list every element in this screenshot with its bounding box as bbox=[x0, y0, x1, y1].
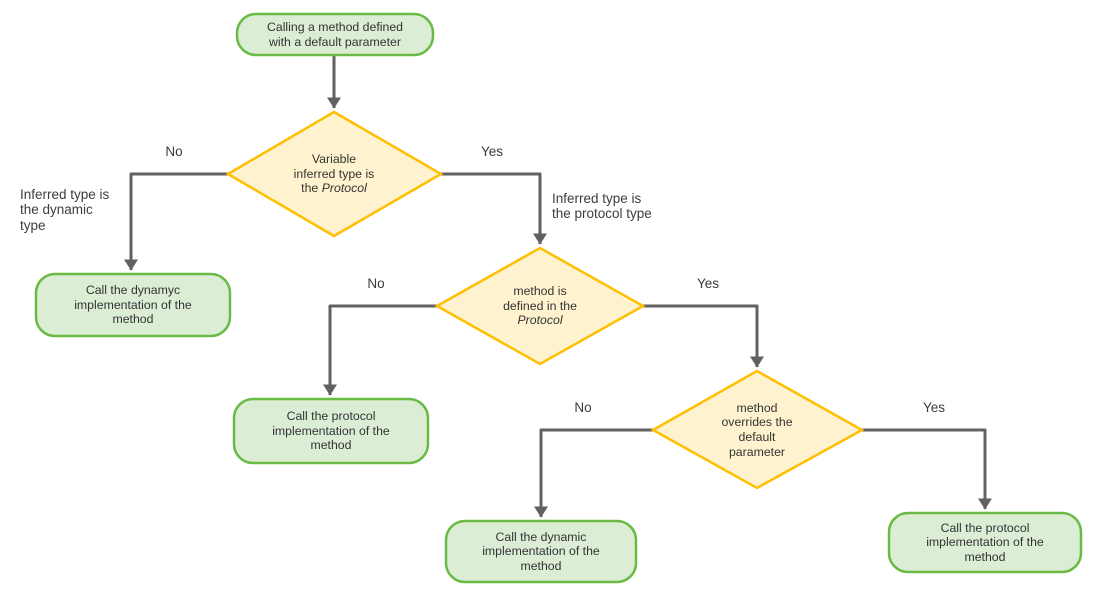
label-decision2-no: No bbox=[367, 276, 385, 291]
start-node-shape bbox=[235, 12, 435, 57]
edge-decision3-no bbox=[534, 428, 653, 518]
edges-group bbox=[124, 55, 992, 518]
note-inferred-protocol-type: Inferred type is the protocol type bbox=[552, 191, 652, 222]
label-decision3-yes: Yes bbox=[922, 400, 946, 415]
terminal-call-protocol-right-label: Call the protocol implementation of the … bbox=[926, 520, 1044, 564]
label-decision3-no: No bbox=[574, 400, 592, 415]
terminal-call-dynamyc-label: Call the dynamyc implementation of the m… bbox=[74, 283, 192, 327]
terminal-nodes-group bbox=[34, 12, 1083, 584]
edge-decision1-no bbox=[124, 172, 228, 271]
start-node-label: Calling a method defined with a default … bbox=[266, 19, 404, 49]
decision-method-overrides-label: method overrides the default parameter bbox=[721, 400, 793, 459]
label-decision2-yes: Yes bbox=[696, 276, 720, 291]
decision-method-overrides-shape bbox=[650, 369, 865, 490]
terminal-call-dynamyc-shape bbox=[34, 272, 232, 338]
edge-decision3-yes bbox=[862, 428, 992, 510]
terminal-call-protocol-right-shape bbox=[887, 511, 1083, 574]
edge-decision2-yes bbox=[643, 304, 764, 368]
label-decision1-yes: Yes bbox=[480, 144, 504, 159]
terminal-call-protocol-mid-shape bbox=[232, 397, 430, 465]
edge-decision1-yes bbox=[441, 172, 547, 245]
terminal-call-dynamic-bottom-shape bbox=[444, 519, 638, 584]
edge-decision2-no bbox=[323, 304, 437, 396]
label-decision1-no: No bbox=[165, 144, 183, 159]
note-inferred-dynamic-type: Inferred type is the dynamic type bbox=[20, 187, 110, 233]
decision-method-defined-shape bbox=[434, 246, 646, 366]
decision-variable-inferred-type-shape bbox=[225, 110, 444, 238]
decision-variable-inferred-type-label: Variable inferred type is the Protocol bbox=[293, 152, 375, 196]
terminal-call-protocol-mid-label: Call the protocol implementation of the … bbox=[272, 409, 390, 453]
terminal-call-dynamic-bottom-label: Call the dynamic implementation of the m… bbox=[482, 529, 600, 573]
decision-method-defined-label: method is defined in the Protocol bbox=[503, 284, 577, 328]
decision-nodes-group bbox=[225, 110, 865, 490]
